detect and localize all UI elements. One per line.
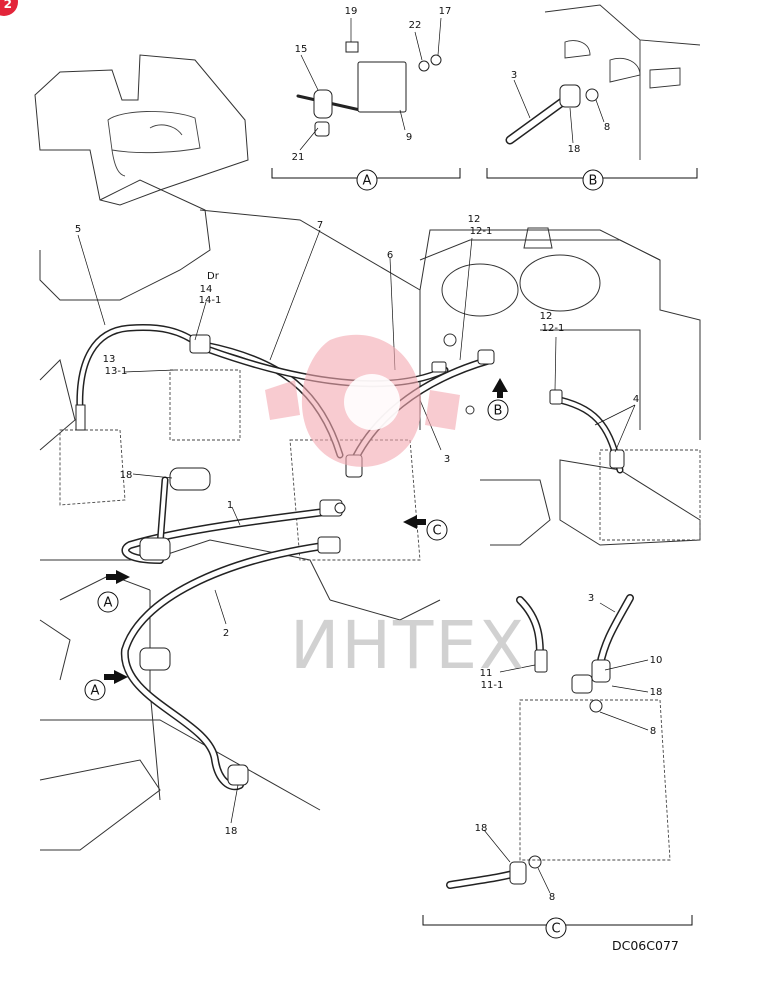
part-label-l5: 5 bbox=[75, 224, 81, 235]
watermark: ИНТЕХ bbox=[265, 334, 526, 684]
part-label-l8c: 8 bbox=[650, 726, 656, 737]
view-letter-circles bbox=[84, 169, 604, 939]
view-marker-a-lower: A bbox=[91, 684, 100, 699]
view-marker-b: B bbox=[494, 404, 503, 419]
view-marker-a-upper: A bbox=[104, 596, 113, 611]
part-label-l6: 6 bbox=[387, 250, 393, 261]
part-label-l15: 15 bbox=[295, 44, 308, 55]
page-badge: 2 bbox=[0, 0, 18, 16]
part-label-l8e: 8 bbox=[549, 892, 555, 903]
direction-label: Dr bbox=[207, 271, 220, 282]
part-label-l3c: 3 bbox=[588, 593, 594, 604]
part-label-l21: 21 bbox=[292, 152, 305, 163]
part-label-l10: 10 bbox=[650, 655, 663, 666]
part-label-l111: 11-1 bbox=[481, 680, 504, 691]
part-label-l4: 4 bbox=[633, 394, 639, 405]
view-letter-b-top: B bbox=[589, 174, 598, 189]
part-label-l7: 7 bbox=[317, 220, 323, 231]
part-label-l121a: 12-1 bbox=[470, 226, 493, 237]
watermark-text: ИНТЕХ bbox=[290, 607, 526, 684]
view-letter-a-top: A bbox=[363, 174, 372, 189]
part-label-l8b: 8 bbox=[604, 122, 610, 133]
part-label-l18b: 18 bbox=[568, 144, 581, 155]
part-label-l3b: 3 bbox=[511, 70, 517, 81]
part-label-l9: 9 bbox=[406, 132, 412, 143]
control-valve-block bbox=[59, 369, 701, 861]
part-label-l12a: 12 bbox=[468, 214, 481, 225]
part-label-l2: 2 bbox=[223, 628, 229, 639]
part-label-l17: 17 bbox=[439, 6, 452, 17]
part-label-l12b: 12 bbox=[540, 311, 553, 322]
part-label-l1: 1 bbox=[227, 500, 233, 511]
view-letters: A B C B C A A bbox=[91, 174, 598, 937]
view-marker-c: C bbox=[432, 524, 441, 539]
part-label-l131: 13-1 bbox=[105, 366, 128, 377]
view-b-equipment bbox=[544, 4, 701, 160]
pump-block bbox=[419, 227, 661, 415]
part-label-l13: 13 bbox=[103, 354, 116, 365]
part-label-l22: 22 bbox=[409, 20, 422, 31]
cab-seat bbox=[107, 111, 201, 177]
part-label-l18e: 18 bbox=[475, 823, 488, 834]
part-label-l14: 14 bbox=[200, 284, 213, 295]
view-letter-c-bottom: C bbox=[551, 922, 560, 937]
leader-lines bbox=[77, 17, 649, 894]
part-label-l19: 19 bbox=[345, 6, 358, 17]
part-label-l18a: 18 bbox=[120, 470, 133, 481]
hoses bbox=[76, 94, 634, 889]
view-arrows bbox=[104, 378, 508, 684]
part-label-l18d: 18 bbox=[650, 687, 663, 698]
part-label-l3m: 3 bbox=[444, 454, 450, 465]
part-label-l141: 14-1 bbox=[199, 295, 222, 306]
part-label-l18c: 18 bbox=[225, 826, 238, 837]
part-label-l121b: 12-1 bbox=[542, 323, 565, 334]
drawing-code: DC06C077 bbox=[612, 938, 679, 953]
part-label-l11: 11 bbox=[480, 668, 493, 679]
